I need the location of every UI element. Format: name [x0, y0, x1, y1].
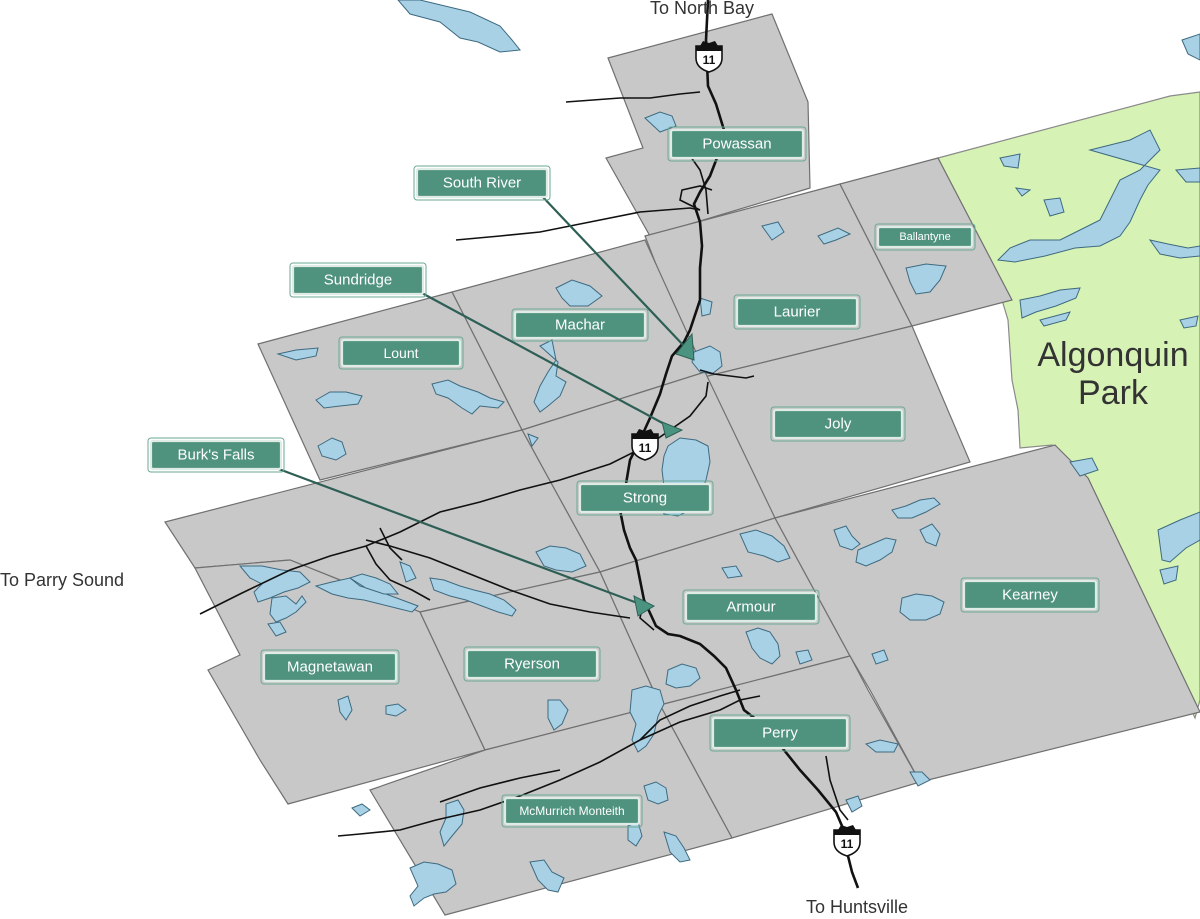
township-name: Perry [762, 725, 798, 742]
township-name: Machar [555, 317, 605, 334]
township-label-lount[interactable]: Lount [338, 336, 464, 370]
township-name: Laurier [774, 304, 821, 321]
township-label-laurier[interactable]: Laurier [733, 294, 861, 330]
township-label-machar[interactable]: Machar [511, 308, 649, 342]
township-name: McMurrich Monteith [519, 804, 624, 818]
township-name: Powassan [702, 136, 771, 153]
callout-name: South River [443, 175, 521, 192]
callout-labels[interactable]: South River Sundridge Burk's Falls [147, 165, 551, 473]
township-label-armour[interactable]: Armour [682, 589, 820, 625]
township-name: Magnetawan [287, 659, 373, 676]
shield-number: 11 [639, 441, 652, 455]
callout-label-south-river[interactable]: South River [413, 165, 551, 201]
township-label-ryerson[interactable]: Ryerson [463, 646, 601, 682]
direction-north-label: To North Bay [650, 0, 754, 18]
park-label-line2: Park [1078, 374, 1149, 412]
township-name: Lount [383, 345, 418, 361]
township-name: Kearney [1002, 587, 1058, 604]
shield-number: 11 [703, 53, 716, 67]
township-name: Ryerson [504, 656, 560, 673]
township-powassan [605, 13, 811, 237]
callout-label-sundridge[interactable]: Sundridge [289, 262, 427, 298]
park-label-line1: Algonquin [1037, 336, 1188, 374]
township-name: Ballantyne [899, 231, 950, 243]
township-label-joly[interactable]: Joly [770, 406, 906, 442]
township-label-mcmurrich-monteith[interactable]: McMurrich Monteith [501, 794, 643, 828]
highway-shield-south: 11 [833, 825, 861, 857]
lakes [238, 0, 1200, 907]
township-label-powassan[interactable]: Powassan [667, 126, 807, 162]
township-label-perry[interactable]: Perry [709, 714, 851, 752]
highway-shield-north: 11 [695, 41, 723, 73]
township-label-ballantyne[interactable]: Ballantyne [874, 223, 976, 251]
callout-name: Burk's Falls [177, 447, 254, 464]
township-name: Joly [825, 416, 852, 433]
direction-south-label: To Huntsville [806, 897, 908, 917]
highway-shield-middle: 11 [631, 429, 659, 461]
direction-west-label: To Parry Sound [0, 570, 124, 590]
township-label-strong[interactable]: Strong [576, 480, 714, 516]
township-name: Strong [623, 490, 667, 507]
shield-number: 11 [841, 837, 854, 851]
callout-label-burks-falls[interactable]: Burk's Falls [147, 437, 285, 473]
township-label-kearney[interactable]: Kearney [960, 577, 1100, 613]
township-name: Armour [726, 599, 775, 616]
secondary-roads [199, 91, 849, 837]
algonquin-park-area [937, 91, 1200, 720]
township-label-magnetawan[interactable]: Magnetawan [260, 649, 400, 685]
callout-lines [275, 193, 695, 617]
callout-name: Sundridge [324, 272, 392, 289]
township-labels[interactable]: Powassan Laurier Ballantyne Machar Lount… [260, 126, 1100, 828]
townships [164, 13, 1200, 916]
